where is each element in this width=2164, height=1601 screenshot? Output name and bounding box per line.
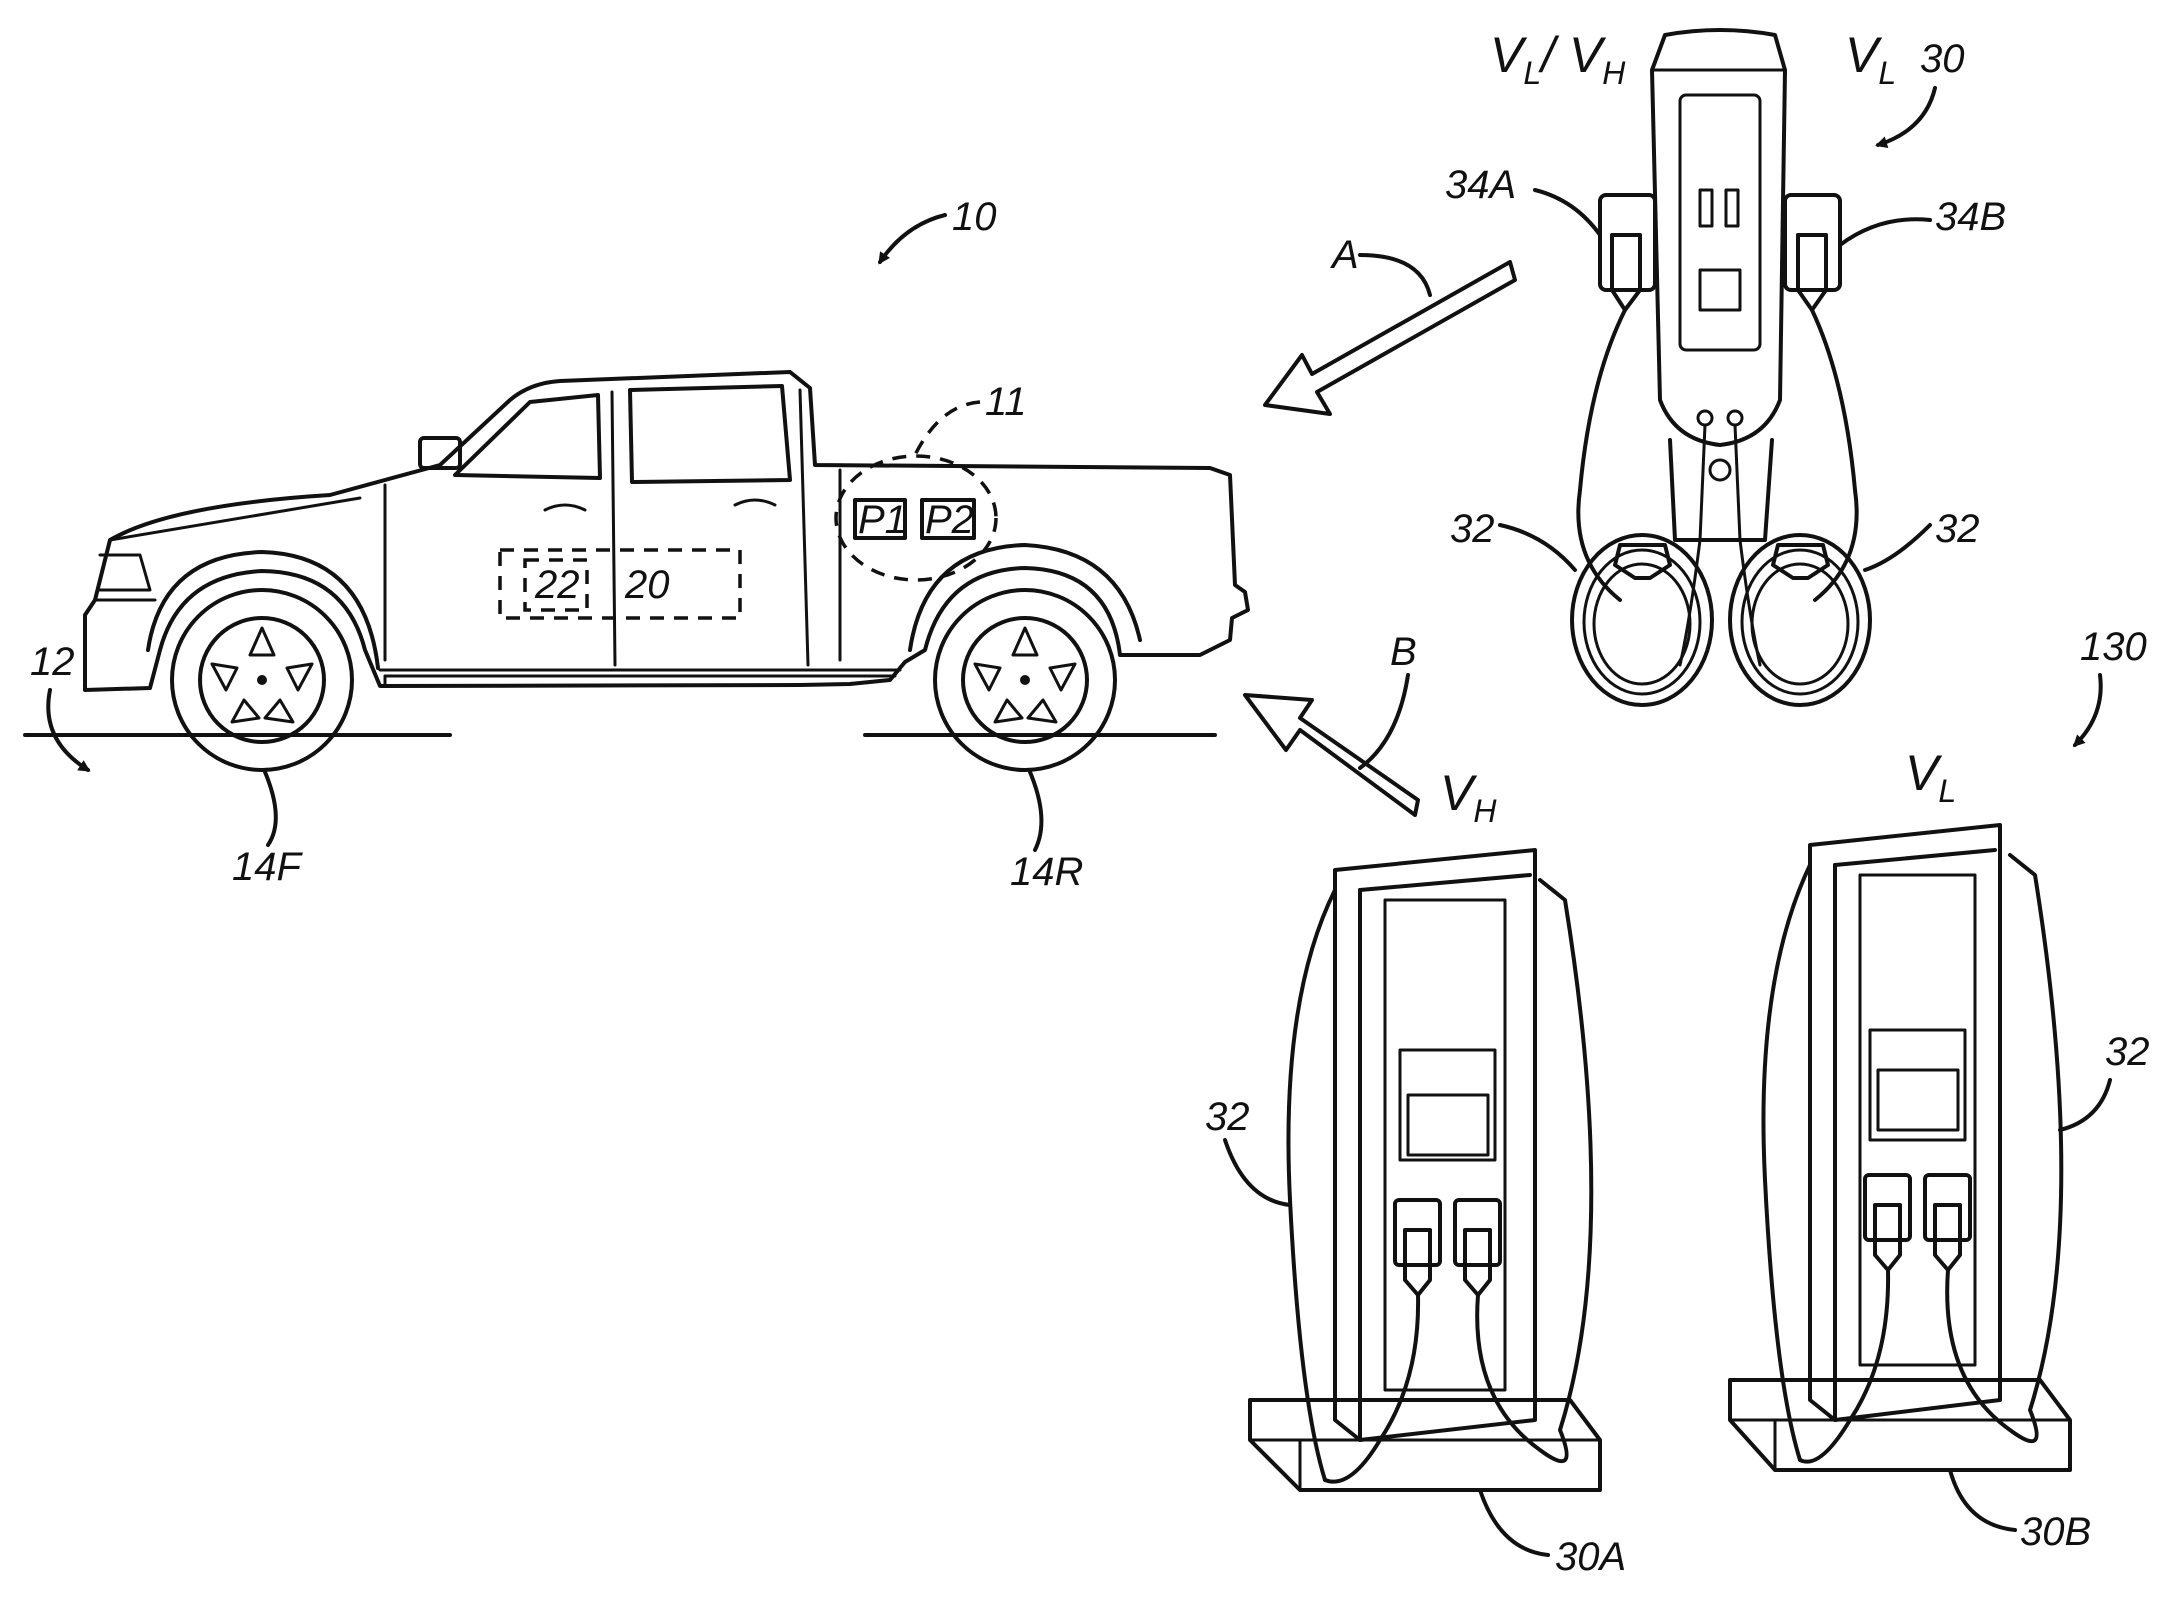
arrow-b-label: B: [1390, 630, 1417, 674]
vehicle-leader: [878, 213, 947, 265]
wall-voltage-left: VL/ VH: [1490, 27, 1626, 91]
connector-b-leader: [1838, 217, 1932, 247]
cord-30b-leader: [2058, 1078, 2112, 1132]
cord-30a-label: 32: [1205, 1095, 1250, 1139]
rear-wheel-label: 14R: [1010, 850, 1083, 894]
front-wheel-leader: [263, 770, 278, 847]
wall-charger-label: 30: [1920, 37, 1965, 81]
controller-outline: [523, 558, 589, 612]
connector-a-leader: [1533, 188, 1602, 237]
rear-wheel-leader: [1028, 770, 1044, 852]
pickup-truck-icon: [23, 370, 1250, 772]
connector-a-label: 34A: [1445, 163, 1516, 207]
station-group-leader: [2072, 673, 2103, 748]
cord-right-label: 32: [1935, 507, 1980, 551]
arrow-a-icon: [1263, 260, 1517, 416]
port-2-label: P2: [925, 498, 974, 542]
port-1-label: P1: [858, 498, 907, 542]
port-2-box: [920, 498, 976, 540]
cord-30a-leader: [1223, 1138, 1292, 1207]
charging-station-icon: [1248, 848, 1602, 1492]
cord-left-label: 32: [1450, 507, 1495, 551]
station-b-voltage: VL: [1905, 745, 1956, 809]
front-wheel-label: 14F: [232, 845, 303, 889]
vehicle-label: 10: [952, 195, 997, 239]
connector-b-label: 34B: [1935, 195, 2006, 239]
station-b-leader: [1948, 1468, 2017, 1532]
cord-30b-label: 32: [2105, 1030, 2150, 1074]
wall-charger-icon: [1570, 28, 1872, 707]
charge-port-region-outline: [834, 454, 998, 582]
arrow-a-label: A: [1330, 233, 1359, 277]
charge-port-label: 11: [985, 380, 1027, 424]
station-a-voltage: VH: [1440, 765, 1497, 829]
station-a-label: 30A: [1555, 1535, 1626, 1579]
battery-pack-outline: [498, 548, 742, 620]
port-1-box: [853, 498, 907, 540]
arrow-b-leader: [1358, 673, 1410, 770]
station-group-label: 130: [2080, 625, 2147, 669]
arrow-a-leader: [1358, 253, 1432, 297]
cord-left-leader: [1498, 523, 1577, 572]
wall-voltage-right: VL: [1845, 27, 1896, 91]
ground-label: 12: [30, 640, 75, 684]
arrow-b-icon: [1243, 693, 1420, 817]
charge-port-leader: [913, 400, 981, 456]
cord-right-leader: [1863, 523, 1932, 572]
station-b-label: 30B: [2020, 1510, 2091, 1554]
ground-leader: [46, 688, 91, 772]
station-a-leader: [1478, 1488, 1550, 1557]
charging-station-icon: [1728, 823, 2072, 1472]
controller-label: 22: [534, 563, 580, 607]
battery-label: 20: [624, 563, 670, 607]
wall-charger-leader: [1875, 86, 1937, 148]
